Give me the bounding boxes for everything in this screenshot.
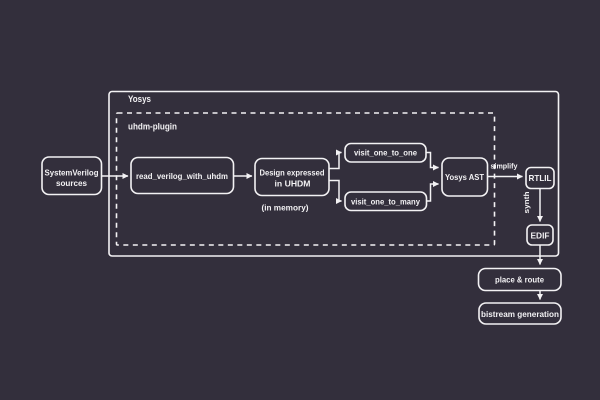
yosys-ast-label: Yosys AST — [445, 172, 485, 182]
arrow-many-to-ast — [426, 181, 439, 202]
design-expressed-in-uhdm-box — [254, 157, 330, 197]
yosys-container-label: Yosys — [128, 94, 151, 104]
design-expressed-label-line1: Design expressed — [260, 168, 325, 178]
read-verilog-with-uhdm-box — [130, 156, 235, 195]
arrow-design-to-one — [329, 149, 342, 170]
yosys-ast-box — [441, 157, 489, 197]
systemverilog-sources-box — [41, 156, 103, 196]
arrow-design-to-many — [329, 179, 342, 204]
synth-edge-label: synth — [522, 191, 531, 213]
bitstream-generation-box — [478, 302, 562, 325]
rtlil-label: RTLIL — [529, 173, 552, 183]
edif-label: EDIF — [531, 231, 550, 241]
uhdm-plugin-container-label: uhdm-plugin — [128, 122, 177, 132]
in-memory-note: (in memory) — [262, 204, 309, 213]
visit-one-to-one-label: visit_one_to_one — [354, 148, 417, 158]
systemverilog-sources-label-line1: SystemVerilog — [45, 168, 99, 178]
place-route-label: place & route — [495, 275, 544, 285]
rtlil-box — [525, 166, 555, 190]
simplify-edge-label: simplify — [491, 162, 519, 171]
place-route-box — [477, 267, 562, 292]
visit-one-to-many-box — [344, 191, 428, 212]
edif-box — [526, 224, 554, 246]
design-expressed-label-line2: in UHDM — [275, 179, 311, 189]
yosys-container-box — [108, 90, 560, 257]
visit-one-to-one-box — [344, 142, 427, 163]
systemverilog-sources-label-line2: sources — [56, 178, 87, 188]
uhdm-plugin-container-box — [115, 112, 496, 246]
read-verilog-with-uhdm-label: read_verilog_with_uhdm — [136, 171, 228, 181]
visit-one-to-many-label: visit_one_to_many — [351, 197, 420, 207]
bitstream-generation-label: bistream generation — [481, 309, 559, 319]
arrow-one-to-ast — [426, 151, 439, 171]
